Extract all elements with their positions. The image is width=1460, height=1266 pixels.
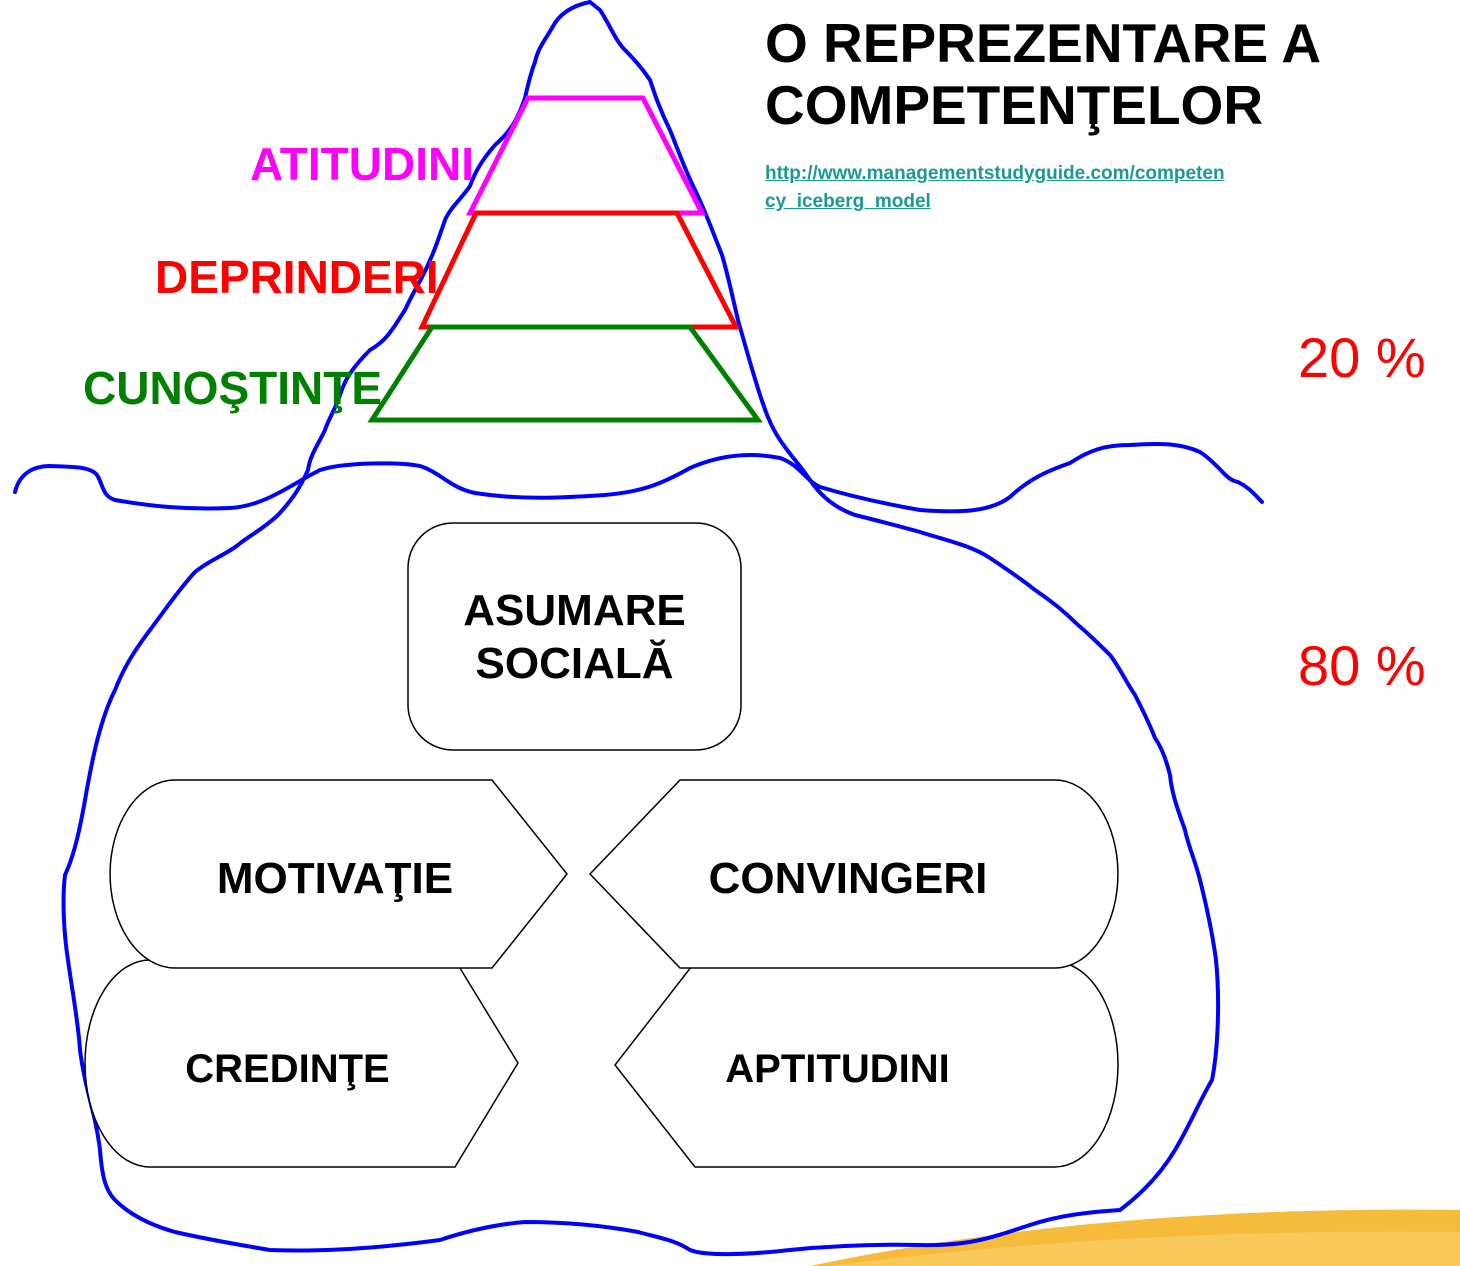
tier-label-skills: DEPRINDERI [155,251,439,303]
social-role-line-2: SOCIALĂ [475,638,674,688]
title-line-1: O REPREZENTARE A [765,12,1322,74]
tier-label-attitudes: ATITUDINI [250,138,475,190]
beliefs-shape [84,959,519,1168]
tier-attitudes-trapezoid [465,95,707,216]
motivation-label: MOTIVAŢIE [216,854,454,903]
source-link-line-1[interactable]: http://www.managementstudyguide.com/comp… [765,163,1225,184]
convictions-label: CONVINGERI [708,854,988,903]
motivation-shape [109,779,568,969]
tier-skills-trapezoid [418,210,741,330]
title-line-2: COMPETENŢELOR [765,74,1264,136]
percent-above-water: 20 % [1298,326,1426,389]
source-link-line-2[interactable]: cy_iceberg_model [765,191,931,212]
beliefs-label: CREDINŢE [185,1047,390,1091]
iceberg-outline [61,0,1221,1257]
aptitudes-shape [614,961,1119,1168]
percent-below-water: 80 % [1298,634,1426,697]
social-role-label: ASUMARE SOCIALĂ [408,585,741,691]
social-role-line-1: ASUMARE [463,586,686,635]
tier-label-knowledge: CUNOŞTINŢE [83,362,382,414]
tier-knowledge-trapezoid [367,324,763,423]
aptitudes-label: APTITUDINI [725,1047,950,1091]
social-role-box [407,522,742,751]
convictions-shape [588,779,1119,969]
source-link[interactable]: http://www.managementstudyguide.com/comp… [765,160,1460,216]
page-title: O REPREZENTARE A COMPETENŢELOR [765,12,1321,136]
water-line [13,441,1264,514]
